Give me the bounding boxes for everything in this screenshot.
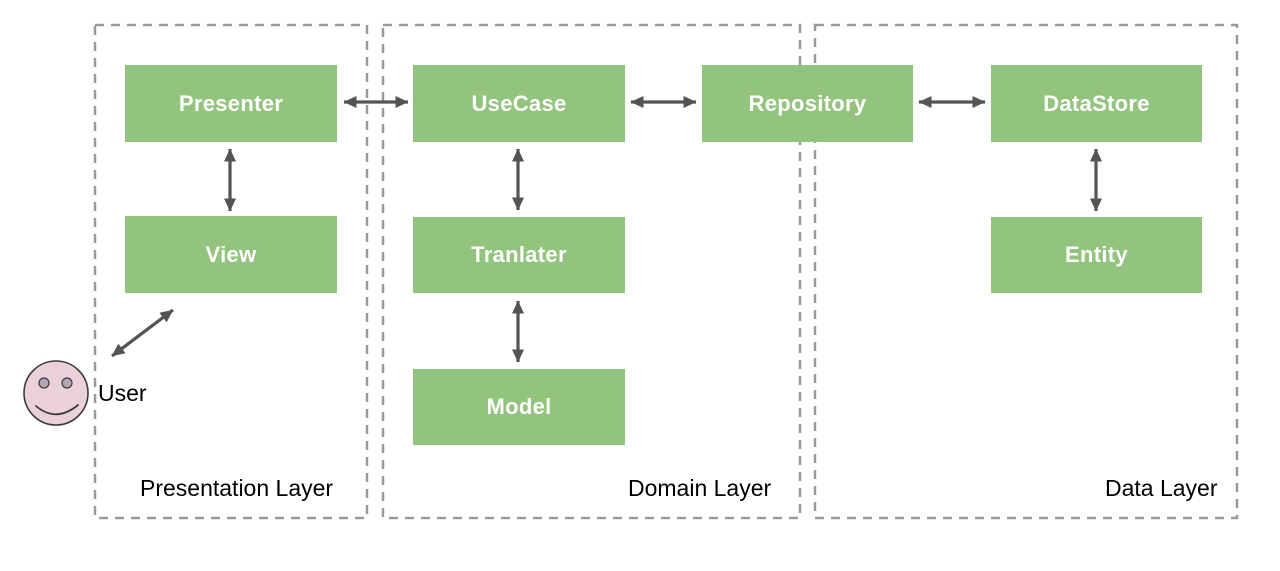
user-face-smile	[35, 404, 79, 416]
box-model-label: Model	[486, 394, 552, 419]
data-layer-label: Data Layer	[1105, 475, 1218, 501]
box-usecase-label: UseCase	[471, 90, 567, 116]
box-tranlater: Tranlater	[413, 217, 625, 293]
user-face-icon	[23, 360, 89, 426]
user-face-right-eye	[61, 377, 73, 389]
presentation-layer-label: Presentation Layer	[140, 475, 334, 501]
box-view: View	[125, 216, 337, 293]
box-tranlater-label: Tranlater	[471, 242, 567, 267]
box-usecase: UseCase	[413, 65, 625, 142]
box-datastore-label: DataStore	[1043, 90, 1150, 116]
box-presenter-label: Presenter	[178, 90, 284, 116]
box-entity-label: Entity	[1065, 242, 1128, 267]
box-view-label: View	[205, 241, 257, 267]
box-repository-label: Repository	[748, 90, 867, 116]
data-layer-border	[813, 23, 1239, 520]
box-repository: Repository	[702, 65, 913, 142]
box-entity: Entity	[991, 217, 1202, 293]
user-face-left-eye	[38, 377, 50, 389]
box-model: Model	[413, 369, 625, 445]
user-face-head	[23, 360, 89, 426]
user-label: User	[98, 380, 147, 406]
domain-layer-border	[381, 23, 802, 520]
box-presenter: Presenter	[125, 65, 337, 142]
arrow-user-view	[111, 308, 174, 358]
box-datastore: DataStore	[991, 65, 1202, 142]
domain-layer-label: Domain Layer	[628, 475, 772, 501]
presentation-layer-border	[93, 23, 369, 520]
